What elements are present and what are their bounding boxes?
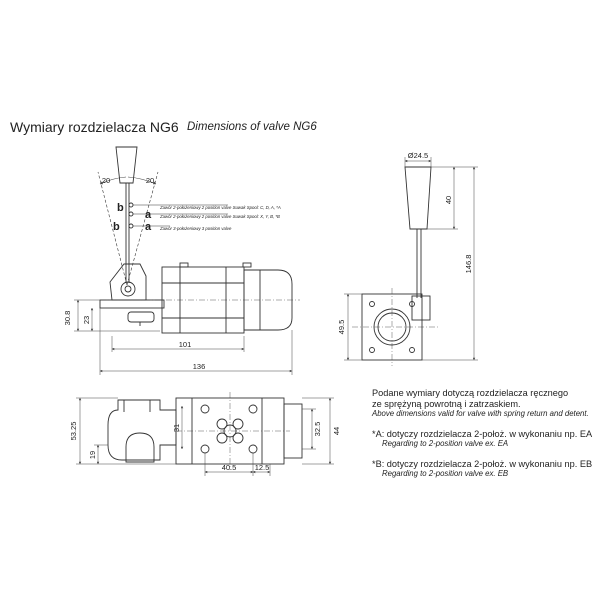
dim-30-8: 30.8: [63, 311, 72, 326]
plan-view: [107, 392, 303, 470]
dim-40: 40: [444, 196, 453, 204]
front-view: [352, 166, 440, 366]
lever-swing-left: [97, 171, 128, 286]
front-dimensions: [344, 157, 478, 361]
dim-23: 23: [82, 316, 91, 324]
spool-note-2: Zawór 2-położeniowy 2 position valve Suw…: [159, 214, 280, 219]
note-b-pl: *B: dotyczy rozdzielacza 2-położ. w wyko…: [372, 458, 593, 469]
angle-left: 20: [102, 176, 110, 185]
notes-block: Podane wymiary dotyczą rozdzielacza ręcz…: [372, 388, 598, 480]
dim-phi-24-5: Ø24.5: [408, 151, 428, 160]
dim-19: 19: [88, 451, 97, 459]
dim-32-5: 32.5: [313, 422, 322, 437]
pos-b-upper: b: [117, 202, 124, 214]
front-dimension-labels: Ø24.5 40 146.8 49.5: [337, 151, 473, 334]
dim-53-25: 53.25: [69, 422, 78, 441]
page-title: Wymiary rozdzielacza NG6: [10, 119, 179, 135]
side-view: [97, 146, 300, 334]
plan-dimensions: [76, 397, 334, 476]
plan-dimension-labels: 53.25 19 31 32.5 44 40.5 12.5: [69, 422, 341, 472]
dim-49-5: 49.5: [337, 320, 346, 335]
plan-lever-housing: [107, 399, 177, 461]
dim-44: 44: [332, 427, 341, 435]
lever-knob: [115, 146, 138, 184]
dim-101: 101: [179, 340, 192, 349]
note-a-pl: *A: dotyczy rozdzielacza 2-położ. w wyko…: [372, 428, 593, 439]
dim-12-5: 12.5: [255, 463, 270, 472]
dim-40-5: 40.5: [222, 463, 237, 472]
note-main-pl-2: ze sprężyną powrotną i zatrzaskiem.: [372, 398, 521, 409]
angle-right: 20: [146, 176, 154, 185]
note-b-en: Regarding to 2-position valve ex. EB: [382, 469, 509, 478]
spool-note-1: Zawór 2-położeniowy 2 position valve Suw…: [159, 205, 281, 210]
note-a-en: Regarding to 2-position valve ex. EA: [382, 439, 509, 448]
dim-31: 31: [172, 424, 181, 432]
spool-note-3: Zawór 3-położeniowy 3 position valve: [159, 226, 232, 231]
front-lever-knob: [404, 166, 432, 230]
page-title-en: Dimensions of valve NG6: [187, 121, 317, 133]
dim-146-8: 146.8: [464, 255, 473, 274]
dim-136: 136: [193, 362, 206, 371]
side-dimensions: [74, 299, 293, 375]
pos-b-lower: b: [113, 221, 120, 233]
lever-swing-right: [126, 171, 159, 286]
note-main-pl-1: Podane wymiary dotyczą rozdzielacza ręcz…: [372, 388, 569, 398]
spring-housing: [243, 269, 293, 331]
pos-a-lower: a: [145, 221, 152, 233]
note-main-en: Above dimensions valid for valve with sp…: [372, 409, 589, 418]
side-dimension-labels: 30.8 23 101 136 20 20 b a b a Zawór 2-po…: [63, 176, 281, 371]
pos-a-upper: a: [145, 209, 152, 221]
